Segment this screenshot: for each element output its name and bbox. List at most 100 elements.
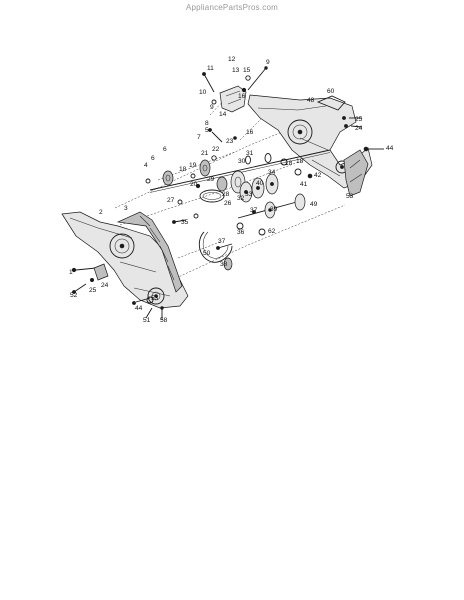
callout: 8 bbox=[205, 120, 209, 127]
callout: 6 bbox=[163, 146, 167, 153]
callout: 18 bbox=[296, 158, 304, 165]
callout: 27 bbox=[167, 197, 175, 204]
bolt-16-mid bbox=[233, 136, 237, 140]
washer-36 bbox=[236, 222, 244, 230]
callout: 1 bbox=[69, 269, 73, 276]
callout: 31 bbox=[246, 150, 254, 157]
bolt-51 bbox=[145, 307, 153, 319]
lower-idler-parts bbox=[177, 199, 266, 271]
gear-29 bbox=[216, 176, 228, 192]
callout: 25 bbox=[355, 116, 363, 123]
collar-34 bbox=[264, 153, 272, 163]
spacer-31 bbox=[245, 155, 251, 165]
bolt-11 bbox=[203, 73, 215, 93]
callout: 4 bbox=[144, 162, 148, 169]
callout: 10 bbox=[199, 89, 207, 96]
right-frame-hub bbox=[287, 119, 313, 145]
right-shield-53 bbox=[343, 149, 369, 197]
callout: 34 bbox=[268, 169, 276, 176]
callout: 3 bbox=[124, 205, 128, 212]
callout: 53 bbox=[151, 295, 159, 302]
callout: 53 bbox=[346, 193, 354, 200]
washer-9 bbox=[211, 99, 217, 105]
callout: 24 bbox=[355, 125, 363, 132]
watermark: AppliancePartsPros.com bbox=[186, 3, 278, 12]
callout: 16 bbox=[238, 93, 246, 100]
assembly-guide-lines bbox=[114, 95, 346, 291]
callout: 38 bbox=[220, 261, 228, 268]
nut-42 bbox=[307, 173, 313, 179]
callout: 9 bbox=[210, 104, 214, 111]
top-bracket bbox=[219, 85, 247, 113]
washer-4 bbox=[145, 178, 151, 184]
bolt-24-right bbox=[344, 124, 348, 128]
callout: 30 bbox=[238, 158, 246, 165]
callout: 58 bbox=[160, 317, 168, 324]
callout: 50 bbox=[203, 250, 211, 257]
callout: 16 bbox=[246, 129, 254, 136]
washer-19 bbox=[190, 173, 196, 179]
callout: 11 bbox=[207, 65, 214, 72]
chain-28 bbox=[199, 189, 225, 203]
callout: 19 bbox=[189, 162, 197, 169]
callout: 60 bbox=[327, 88, 335, 95]
callout: 24 bbox=[101, 282, 109, 289]
callout: 62 bbox=[268, 228, 276, 235]
left-frame-plate bbox=[61, 211, 189, 309]
pulley-49 bbox=[294, 193, 306, 211]
right-frame-plate bbox=[247, 94, 373, 189]
callout: 21 bbox=[201, 150, 209, 157]
callout: 9 bbox=[266, 59, 270, 66]
callout: 52 bbox=[70, 292, 78, 299]
washer-27 bbox=[177, 199, 183, 205]
washer-26 bbox=[193, 213, 199, 219]
washer-53-left bbox=[146, 296, 154, 304]
callout: 35 bbox=[181, 219, 189, 226]
main-shaft bbox=[149, 149, 331, 191]
callout: 14 bbox=[219, 111, 227, 118]
main-shaft-assembly bbox=[145, 128, 331, 203]
callout: 48 bbox=[307, 97, 315, 104]
callout: 22 bbox=[212, 146, 220, 153]
washer-62 bbox=[258, 228, 266, 236]
bolt-52 bbox=[73, 283, 87, 293]
left-frame-hub bbox=[109, 233, 135, 259]
bracket-24-left bbox=[93, 263, 109, 281]
washer-15 bbox=[245, 75, 251, 81]
callout: 37 bbox=[250, 207, 258, 214]
callout-labels: 12 9 11 13 15 10 16 9 14 60 48 25 24 8 5… bbox=[69, 56, 394, 324]
callout: 37 bbox=[218, 238, 226, 245]
sprocket-33 bbox=[251, 177, 265, 199]
callout: 18 bbox=[285, 160, 293, 167]
gear-21 bbox=[199, 159, 211, 177]
callout: 28 bbox=[222, 191, 230, 198]
lower-shaft-assembly bbox=[237, 193, 306, 219]
gear-6 bbox=[162, 170, 174, 186]
callout: 7 bbox=[197, 134, 201, 141]
sprocket-32 bbox=[239, 181, 253, 203]
drive-belt-50 bbox=[198, 231, 233, 263]
callout: 44 bbox=[386, 145, 394, 152]
callout: 6 bbox=[151, 155, 155, 162]
bearing-18-b bbox=[294, 168, 302, 176]
bolt-1 bbox=[75, 267, 97, 271]
callout: 20 bbox=[190, 181, 198, 188]
callout: 29 bbox=[207, 176, 215, 183]
callout: 25 bbox=[89, 287, 97, 294]
callout: 2 bbox=[99, 209, 103, 216]
nut-16 bbox=[241, 87, 247, 93]
sprocket-40 bbox=[265, 173, 279, 195]
nut-25-left bbox=[90, 277, 95, 282]
callout: 18 bbox=[179, 166, 187, 173]
callout: 13 bbox=[232, 67, 240, 74]
callout: 32 bbox=[237, 195, 245, 202]
callout: 49 bbox=[310, 201, 318, 208]
bearing-18-a bbox=[280, 158, 288, 166]
bolt-25-right bbox=[342, 116, 346, 120]
left-lower-hardware bbox=[71, 263, 164, 320]
callout: 23 bbox=[226, 138, 234, 145]
bolt-8 bbox=[208, 128, 212, 132]
callout: 42 bbox=[314, 172, 322, 179]
gear-38 bbox=[223, 257, 233, 271]
